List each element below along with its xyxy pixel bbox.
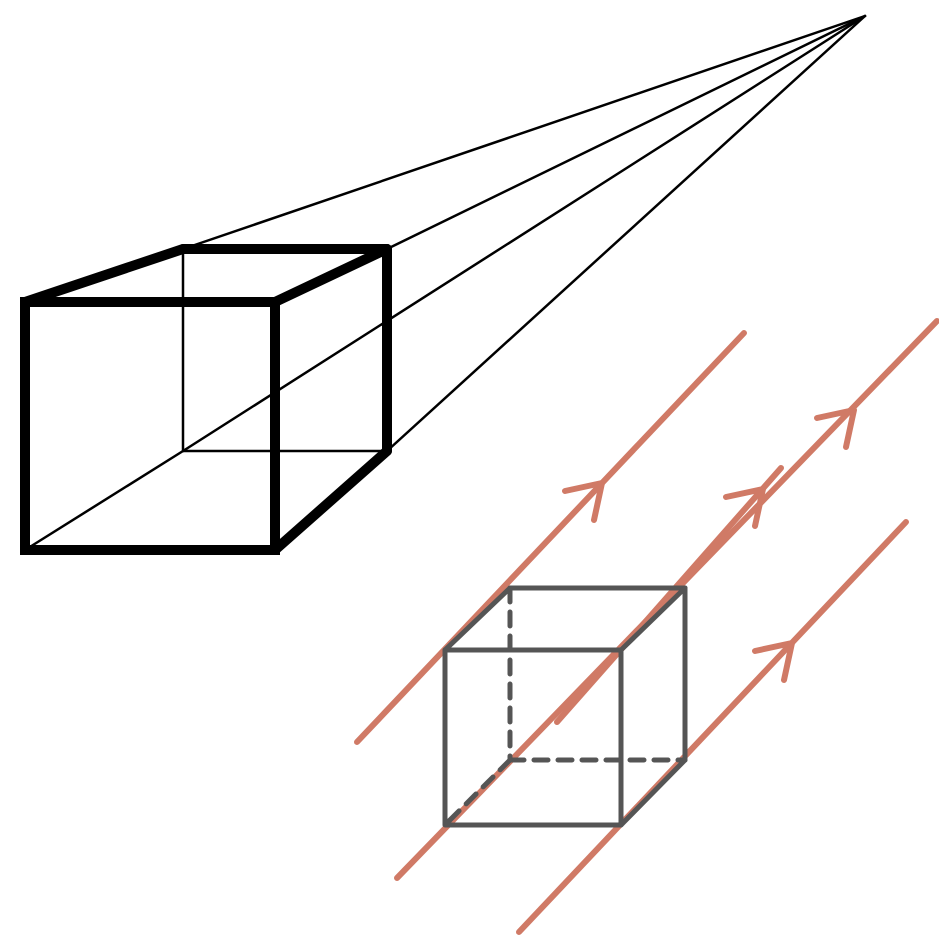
ray-arrowhead: [814, 407, 857, 450]
converging-lines: [181, 14, 867, 453]
ray-arrowhead: [752, 640, 795, 683]
cube-hidden-edge: [442, 757, 513, 828]
parallel-ray: [516, 519, 909, 935]
parallel-group: [354, 318, 939, 935]
ray-arrowheads: [562, 407, 857, 683]
converging-line: [385, 14, 867, 453]
cube-edge: [618, 757, 688, 828]
ray-arrowhead: [723, 486, 766, 529]
converging-line: [181, 14, 867, 251]
perspective-cube-back-edges: [23, 247, 389, 552]
cube-front-face: [20, 297, 280, 555]
cube-edge: [270, 446, 392, 555]
parallel-ray: [354, 330, 747, 745]
ray-arrowhead: [562, 480, 605, 523]
cube-front-face: [442, 647, 624, 828]
converging-line: [181, 14, 867, 453]
cube-edge: [442, 585, 513, 653]
cube-edge: [23, 449, 185, 552]
parallel-cube: [442, 585, 688, 828]
cube-edge: [618, 585, 688, 653]
perspective-cube: [20, 244, 392, 555]
perspective-group: [20, 14, 867, 555]
parallel-ray: [554, 465, 784, 725]
converging-line: [385, 14, 867, 251]
cube-edge: [270, 244, 392, 307]
cube-edge: [20, 244, 188, 307]
